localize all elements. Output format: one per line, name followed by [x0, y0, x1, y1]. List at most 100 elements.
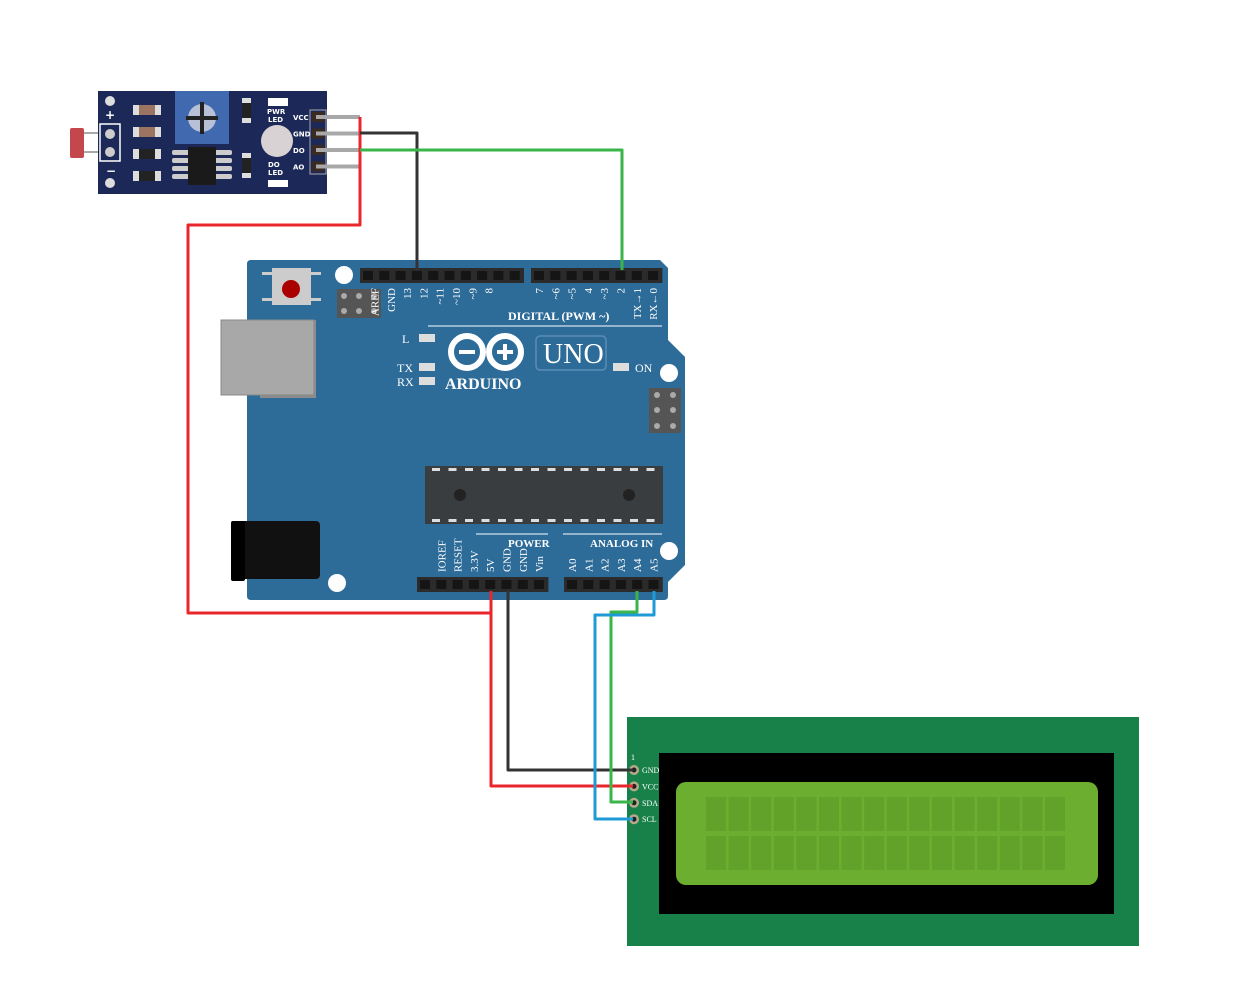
header-pin[interactable] [582, 271, 593, 280]
pin-label: GND [386, 288, 398, 312]
header-pin[interactable] [632, 580, 643, 589]
chip-pin [547, 519, 556, 522]
wire-a4-to-lcd-sda[interactable] [609, 591, 639, 804]
pin-label: A4 [632, 558, 644, 572]
wire-a5-to-lcd-scl[interactable] [593, 591, 656, 821]
header-pin[interactable] [583, 580, 594, 589]
chip-pin [630, 519, 638, 522]
header-pin[interactable] [567, 580, 577, 589]
chip-pin [580, 468, 589, 471]
wire-gnd-to-lcd-gnd[interactable] [506, 591, 633, 772]
wire-sensor-gnd-to-gnd[interactable] [360, 131, 419, 270]
header-pin[interactable] [550, 271, 561, 280]
chip-pin [465, 468, 473, 471]
chip-pin [481, 468, 490, 471]
header-pin[interactable] [501, 580, 512, 589]
header-pin[interactable] [452, 580, 463, 589]
pin-label: 5V [485, 559, 497, 573]
pin-label: RESET [453, 538, 465, 572]
comparator-chip [172, 147, 232, 185]
header-pin[interactable] [428, 271, 439, 280]
power-label: POWER [508, 538, 551, 550]
lcd-char-cell [1045, 797, 1065, 831]
lcd-pin-vcc[interactable]: VCC [629, 781, 658, 792]
header-pin[interactable] [615, 271, 626, 280]
header-pin[interactable] [493, 271, 504, 280]
lcd-char-cell [728, 797, 749, 831]
lcd-char-cell [706, 797, 726, 831]
lcd-char-cell [932, 836, 952, 870]
lcd-char-cell [751, 836, 772, 870]
header-pin[interactable] [379, 271, 390, 280]
sensor-pin-ao[interactable]: AO [293, 161, 360, 172]
power-header [417, 577, 549, 592]
chip-pin [564, 468, 572, 471]
header-pin[interactable] [534, 580, 545, 589]
reset-button[interactable] [262, 268, 321, 305]
header-pin[interactable] [363, 271, 373, 280]
led-tx [419, 363, 435, 371]
pwr-led [268, 98, 288, 106]
lcd-char-cell [1022, 797, 1043, 831]
header-pin[interactable] [509, 271, 520, 280]
header-pin[interactable] [411, 271, 422, 280]
pin-label: RX←0 [648, 288, 660, 320]
lcd-char-cell [977, 797, 998, 831]
pin-label: ~9 [467, 288, 479, 300]
header-pin[interactable] [648, 271, 659, 280]
sensor-pin-gnd[interactable]: GND [293, 128, 360, 139]
lcd-pin-sda[interactable]: SDA [629, 797, 658, 808]
pin-label: ~11 [435, 288, 447, 305]
chip-pin [432, 519, 440, 522]
chip-pin [514, 519, 523, 522]
header-pin[interactable] [566, 271, 577, 280]
header-pin[interactable] [485, 580, 496, 589]
led-rx-label: RX [397, 375, 414, 389]
indicator-dome [261, 125, 293, 157]
chip-pin [613, 519, 622, 522]
lcd-pin-label: GND [642, 766, 660, 775]
header-pin[interactable] [599, 580, 610, 589]
header-pin[interactable] [460, 271, 471, 280]
header-pin[interactable] [436, 580, 447, 589]
wire-sensor-do-to-d2[interactable] [360, 148, 624, 270]
header-pin[interactable] [468, 580, 479, 589]
chip-pin [448, 519, 457, 522]
header-pin[interactable] [477, 271, 488, 280]
header-pin[interactable] [420, 580, 430, 589]
header-pin[interactable] [534, 271, 544, 280]
header-pin[interactable] [631, 271, 642, 280]
lcd-char-cell [864, 797, 885, 831]
chip-pin [514, 468, 523, 471]
lcd-pin-scl[interactable]: SCL [629, 814, 657, 825]
lcd-char-cell [751, 797, 772, 831]
led-tx-label: TX [397, 361, 413, 375]
lcd-char-cell [954, 797, 975, 831]
pin-label: 2 [616, 288, 628, 294]
wire-5v-to-lcd-vcc[interactable] [489, 591, 633, 788]
header-pin[interactable] [517, 580, 528, 589]
header-pin[interactable] [599, 271, 610, 280]
lcd-char-cell [954, 836, 975, 870]
header-pin[interactable] [615, 580, 626, 589]
header-pin[interactable] [444, 271, 455, 280]
pin-label: A2 [600, 559, 612, 572]
lcd-pin-gnd[interactable]: GND [629, 765, 660, 775]
lcd-pin-label: SCL [642, 815, 657, 824]
pin-label: 13 [402, 288, 414, 300]
plus-label: + [105, 108, 115, 122]
chip-pin [547, 468, 556, 471]
sensor-pin-vcc[interactable]: VCC [293, 112, 360, 122]
lcd-pin-label: SDA [642, 799, 658, 808]
lcd-char-cell [819, 836, 839, 870]
chip-pin [646, 519, 655, 522]
header-pin[interactable] [648, 580, 659, 589]
header-pin[interactable] [395, 271, 406, 280]
chip-pin [646, 468, 655, 471]
sensor-pin-do[interactable]: DO [293, 145, 360, 155]
chip-pin [597, 519, 605, 522]
led-l [419, 334, 435, 342]
